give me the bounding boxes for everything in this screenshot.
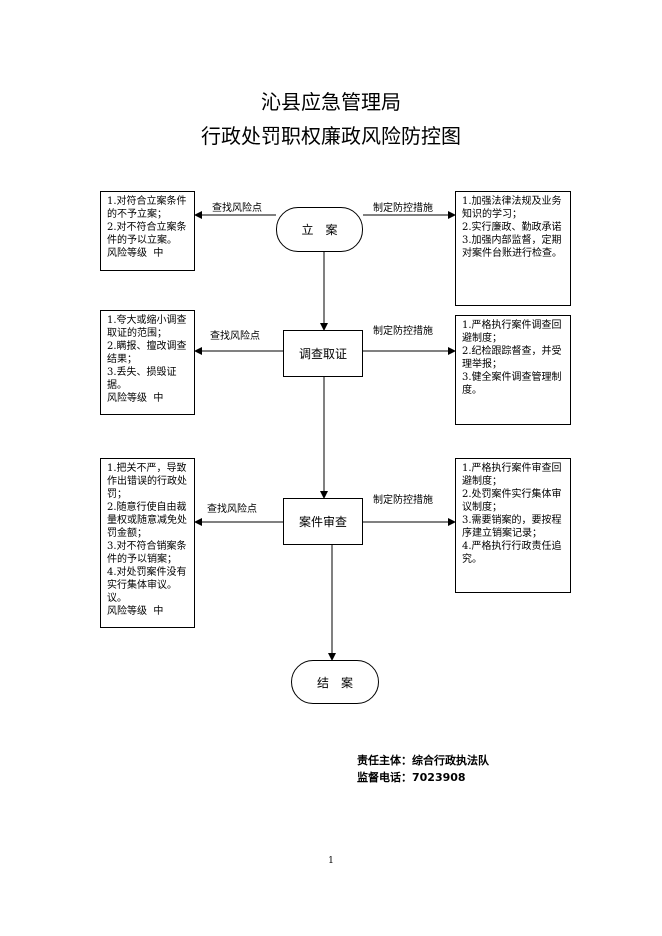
label-measures-3: 制定防控措施	[373, 495, 433, 506]
measure-item: 3.健全案件调查管理制度。	[462, 372, 562, 396]
risk-level: 风险等级 中	[107, 393, 164, 404]
measure-item: 1.严格执行案件审查回避制度；	[462, 463, 562, 487]
label-measures-1: 制定防控措施	[373, 203, 433, 214]
node-filing: 立 案	[276, 207, 363, 252]
label-find-risk-3: 查找风险点	[207, 504, 257, 515]
supervision-phone: 监督电话：7023908	[357, 771, 466, 784]
risk-item: 4.对处罚案件没有实行集体审议。议。	[107, 567, 187, 604]
risk-box-investigation: 1.夸大或缩小调查取证的范围； 2.瞒报、擅改调查结果； 3.丢失、损毁证据。 …	[100, 310, 195, 415]
measure-item: 4.严格执行行政责任追究。	[462, 541, 562, 565]
measures-box-investigation: 1.严格执行案件调查回避制度； 2.纪检跟踪督查，并受理举报； 3.健全案件调查…	[455, 315, 571, 425]
measure-item: 3.需要销案的，要按程序建立销案记录；	[462, 515, 562, 539]
risk-item: 2.随意行使自由裁量权或随意减免处罚金额；	[107, 502, 187, 539]
measures-box-review: 1.严格执行案件审查回避制度； 2.处罚案件实行集体审议制度； 3.需要销案的，…	[455, 458, 571, 593]
measure-item: 2.处罚案件实行集体审议制度；	[462, 489, 562, 513]
measure-item: 1.加强法律法规及业务知识的学习；	[462, 196, 562, 220]
risk-item: 1.把关不严，导致作出错误的行政处罚；	[107, 463, 187, 500]
node-investigation: 调查取证	[283, 330, 363, 377]
page-title: 沁县应急管理局	[261, 90, 401, 114]
measure-item: 1.严格执行案件调查回避制度；	[462, 320, 562, 344]
measures-box-filing: 1.加强法律法规及业务知识的学习； 2.实行廉政、勤政承诺 3.加强内部监督，定…	[455, 191, 571, 306]
measure-item: 2.纪检跟踪督查，并受理举报；	[462, 346, 562, 370]
risk-item: 2.对不符合立案条件的予以立案。	[107, 222, 187, 246]
measure-item: 3.加强内部监督，定期对案件台账进行检查。	[462, 235, 562, 259]
page-number: 1	[328, 856, 334, 866]
risk-item: 2.瞒报、擅改调查结果；	[107, 341, 187, 365]
risk-box-review: 1.把关不严，导致作出错误的行政处罚； 2.随意行使自由裁量权或随意减免处罚金额…	[100, 458, 195, 628]
page-subtitle: 行政处罚职权廉政风险防控图	[201, 124, 461, 148]
responsible-entity: 责任主体：综合行政执法队	[357, 754, 489, 767]
node-review: 案件审查	[283, 498, 363, 545]
risk-item: 1.夸大或缩小调查取证的范围；	[107, 315, 187, 339]
risk-item: 1.对符合立案条件的不予立案；	[107, 196, 187, 220]
risk-box-filing: 1.对符合立案条件的不予立案； 2.对不符合立案条件的予以立案。 风险等级 中	[100, 191, 195, 271]
node-closing: 结 案	[291, 660, 379, 704]
label-find-risk-2: 查找风险点	[210, 331, 260, 342]
risk-item: 3.丢失、损毁证据。	[107, 367, 177, 391]
measure-item: 2.实行廉政、勤政承诺	[462, 222, 562, 233]
risk-level: 风险等级 中	[107, 606, 164, 617]
risk-level: 风险等级 中	[107, 248, 164, 259]
label-measures-2: 制定防控措施	[373, 326, 433, 337]
label-find-risk-1: 查找风险点	[212, 203, 262, 214]
risk-item: 3.对不符合销案条件的予以销案；	[107, 541, 187, 565]
